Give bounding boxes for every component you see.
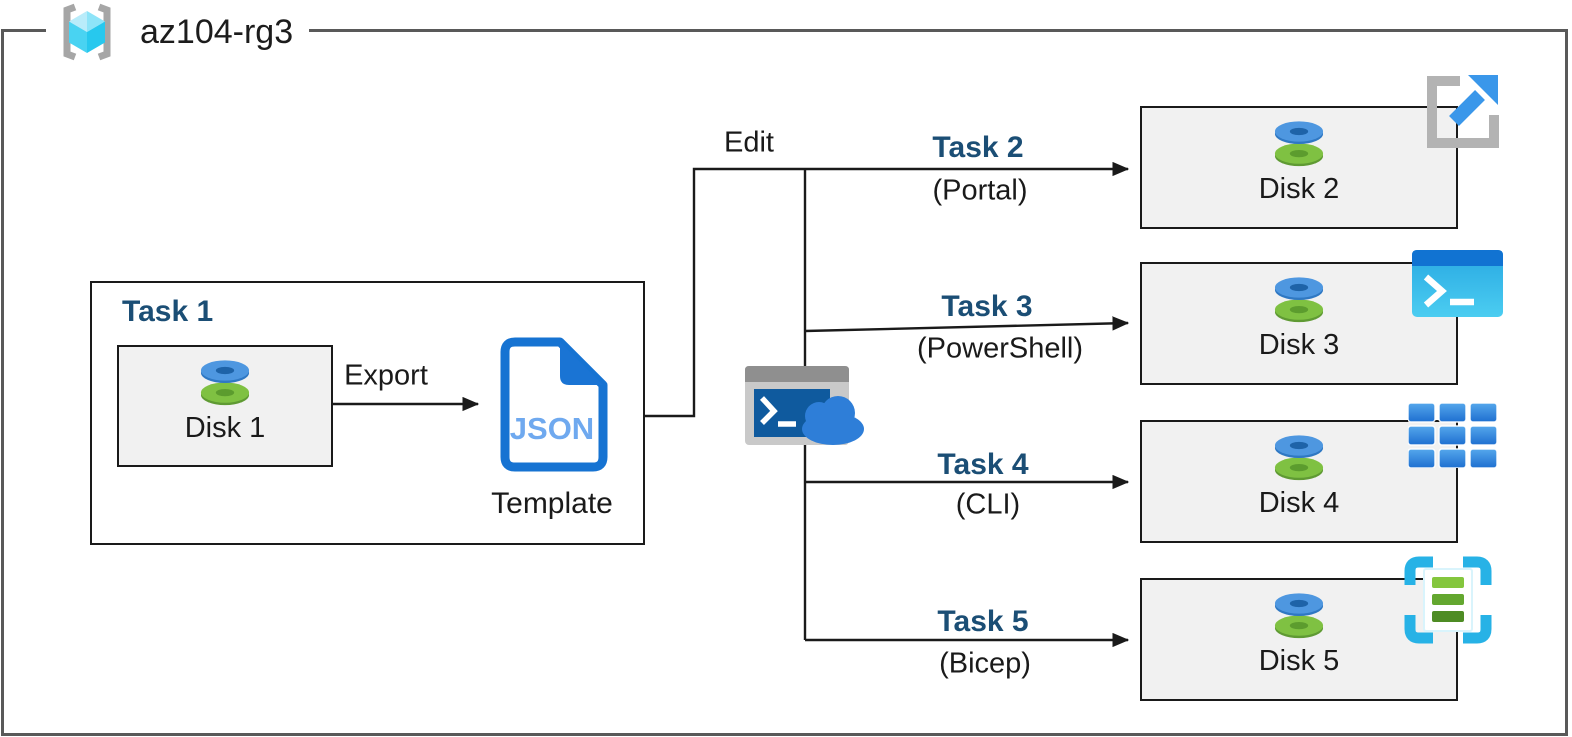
export-label: Export: [344, 359, 428, 392]
powershell-window-icon: [1412, 250, 1503, 317]
resource-group-border: [1, 29, 1568, 736]
pop-out-arrow-icon: [1427, 75, 1499, 148]
disk4-box: Disk 4: [1140, 420, 1458, 543]
task4-method: (CLI): [955, 488, 1021, 521]
managed-disk-icon: [1272, 119, 1326, 169]
template-label: Template: [491, 487, 613, 520]
disk5-label: Disk 5: [1258, 645, 1340, 677]
resource-group-header: az104-rg3: [46, 0, 310, 64]
json-template-file-icon: JSON: [500, 337, 608, 472]
task3-label: Task 3: [941, 290, 1033, 323]
disk3-box: Disk 3: [1140, 262, 1458, 385]
disk1-label: Disk 1: [184, 412, 266, 444]
resource-group-icon: [63, 3, 111, 61]
task5-label: Task 5: [937, 605, 1029, 638]
disk2-label: Disk 2: [1258, 173, 1340, 205]
managed-disk-icon: [1272, 275, 1326, 325]
disk1-box: Disk 1: [117, 345, 333, 467]
managed-disk-icon: [198, 358, 252, 408]
bicep-file-icon: [1404, 556, 1492, 644]
cli-grid-icon: [1408, 403, 1497, 468]
disk4-label: Disk 4: [1258, 487, 1340, 519]
task1-title: Task 1: [122, 295, 214, 328]
task2-label: Task 2: [932, 131, 1024, 164]
disk5-box: Disk 5: [1140, 578, 1458, 701]
edit-label: Edit: [724, 126, 774, 159]
task3-method: (PowerShell): [917, 332, 1083, 365]
managed-disk-icon: [1272, 433, 1326, 483]
disk2-box: Disk 2: [1140, 106, 1458, 229]
managed-disk-icon: [1272, 591, 1326, 641]
json-badge-text: JSON: [510, 411, 594, 446]
task2-method: (Portal): [932, 174, 1028, 207]
disk3-label: Disk 3: [1258, 329, 1340, 361]
cloud-shell-icon: [745, 366, 864, 445]
resource-group-name: az104-rg3: [140, 12, 294, 51]
task5-method: (Bicep): [939, 647, 1031, 680]
task4-label: Task 4: [937, 448, 1029, 481]
